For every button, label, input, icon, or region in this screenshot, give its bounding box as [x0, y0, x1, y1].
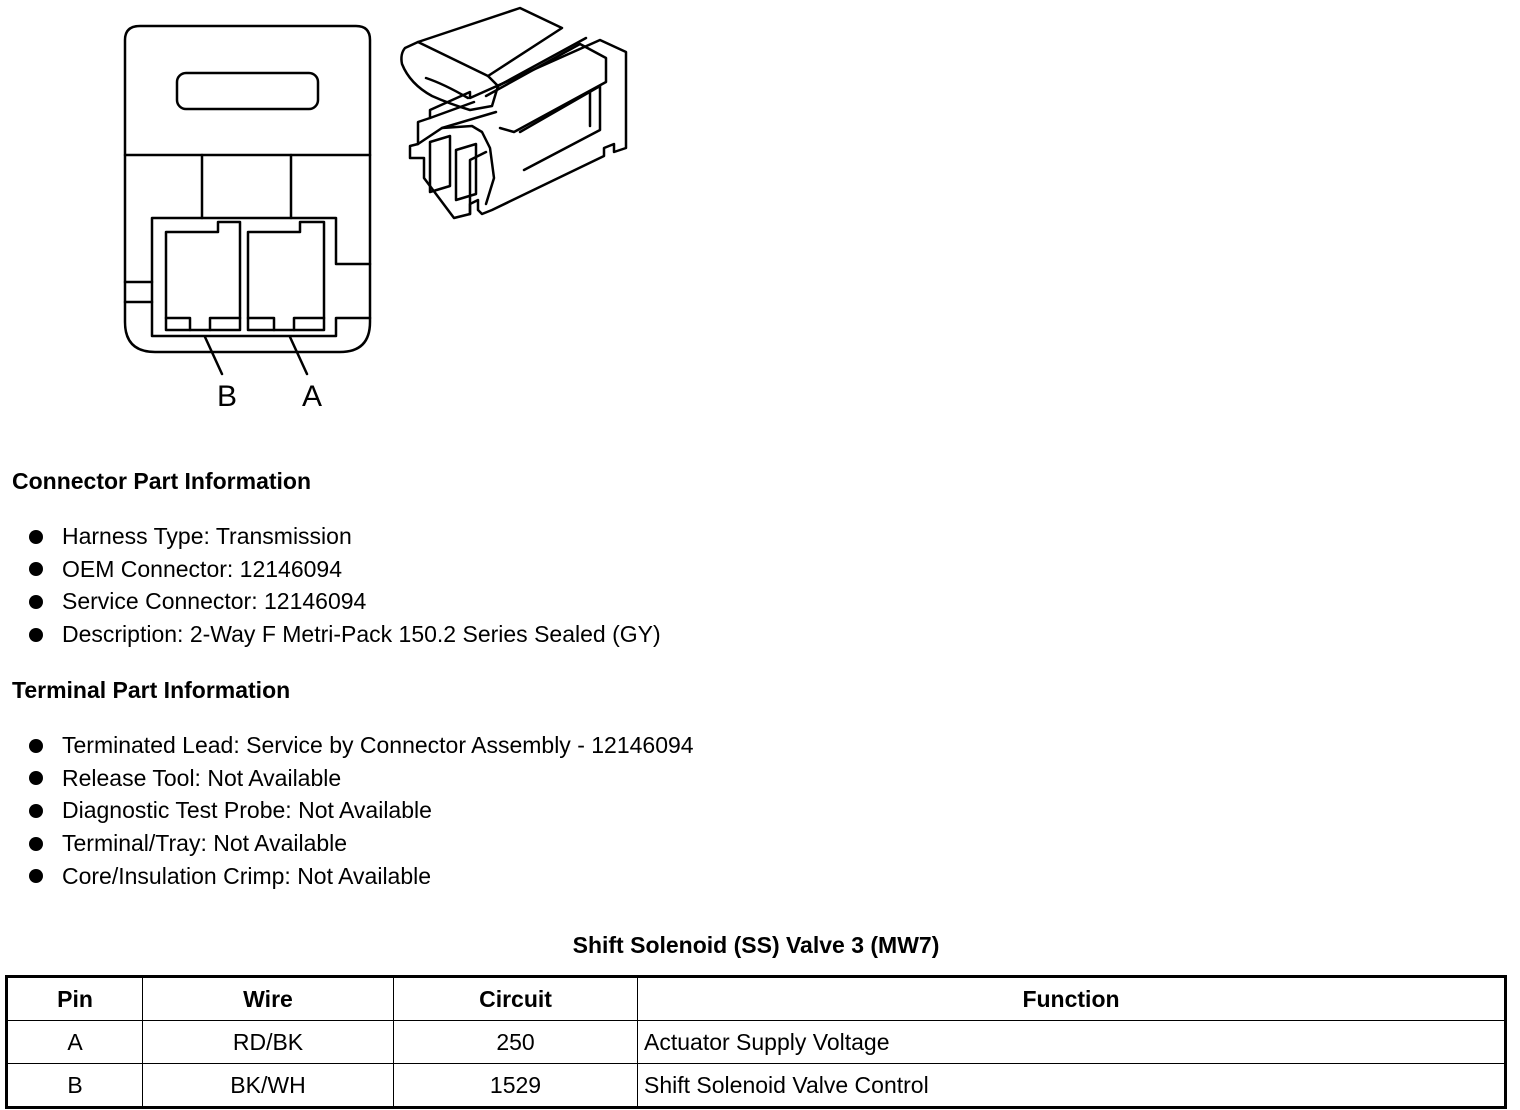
- table-title: Shift Solenoid (SS) Valve 3 (MW7): [572, 932, 940, 958]
- list-item-text: Diagnostic Test Probe: Not Available: [62, 797, 432, 824]
- cell-function: Shift Solenoid Valve Control: [637, 1063, 1506, 1108]
- bullet-icon: [29, 803, 43, 818]
- list-item: OEM Connector: 12146094: [0, 553, 661, 586]
- cell-pin: B: [6, 1063, 143, 1108]
- bullet-icon: [29, 562, 43, 577]
- list-item: Release Tool: Not Available: [0, 762, 694, 795]
- list-item: Diagnostic Test Probe: Not Available: [0, 794, 694, 827]
- cell-function: Actuator Supply Voltage: [637, 1020, 1506, 1064]
- list-item-text: Description: 2-Way F Metri-Pack 150.2 Se…: [62, 621, 661, 648]
- pin-label-b: B: [217, 380, 237, 413]
- pin-label-a: A: [302, 380, 322, 413]
- list-item-text: Release Tool: Not Available: [62, 764, 342, 791]
- list-item: Terminal/Tray: Not Available: [0, 827, 694, 860]
- column-header-wire: Wire: [142, 976, 394, 1021]
- list-item-text: Terminal/Tray: Not Available: [62, 830, 348, 857]
- terminal-info-list: Terminated Lead: Service by Connector As…: [0, 729, 694, 892]
- cell-wire: BK/WH: [142, 1063, 394, 1108]
- connector-info-heading: Connector Part Information: [12, 468, 312, 494]
- list-item: Service Connector: 12146094: [0, 585, 661, 618]
- list-item-text: Harness Type: Transmission: [62, 523, 352, 549]
- list-item: Harness Type: Transmission: [0, 520, 661, 553]
- cell-pin: A: [6, 1020, 143, 1064]
- connector-info-list: Harness Type: Transmission OEM Connector…: [0, 520, 661, 651]
- column-header-function: Function: [637, 976, 1506, 1021]
- connector-diagram: B A: [123, 6, 628, 413]
- list-item: Terminated Lead: Service by Connector As…: [0, 729, 694, 762]
- bullet-icon: [29, 771, 43, 786]
- table-row: A RD/BK 250 Actuator Supply Voltage: [6, 1020, 1506, 1064]
- bullet-icon: [29, 869, 43, 884]
- table-row: B BK/WH 1529 Shift Solenoid Valve Contro…: [6, 1063, 1506, 1108]
- connector-face-view: [123, 24, 372, 376]
- cell-wire: RD/BK: [142, 1020, 394, 1064]
- list-item: Description: 2-Way F Metri-Pack 150.2 Se…: [0, 618, 661, 651]
- list-item-text: OEM Connector: 12146094: [62, 555, 343, 582]
- bullet-icon: [29, 529, 43, 544]
- list-item: Core/Insulation Crimp: Not Available: [0, 860, 694, 893]
- cell-circuit: 250: [393, 1020, 638, 1064]
- table-header-row: Pin Wire Circuit Function: [6, 976, 1506, 1021]
- bullet-icon: [29, 594, 43, 609]
- pinout-table: Pin Wire Circuit Function A RD/BK 250 Ac…: [5, 975, 1507, 1109]
- bullet-icon: [29, 627, 43, 642]
- connector-isometric-view: [400, 6, 628, 220]
- bullet-icon: [29, 738, 43, 753]
- list-item-text: Service Connector: 12146094: [62, 588, 367, 615]
- column-header-circuit: Circuit: [393, 976, 638, 1021]
- cell-circuit: 1529: [393, 1063, 638, 1108]
- list-item-text: Core/Insulation Crimp: Not Available: [62, 862, 432, 889]
- column-header-pin: Pin: [6, 976, 143, 1021]
- bullet-icon: [29, 836, 43, 851]
- terminal-info-heading: Terminal Part Information: [12, 677, 291, 703]
- list-item-text: Terminated Lead: Service by Connector As…: [62, 732, 694, 758]
